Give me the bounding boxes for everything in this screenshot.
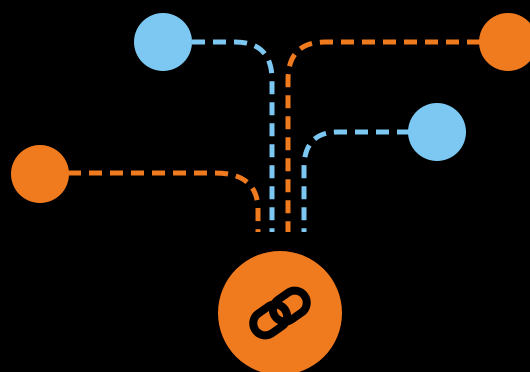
node-orange-left — [11, 145, 69, 203]
connector-blue-right — [301, 129, 410, 232]
connector-orange-left — [68, 170, 261, 232]
node-blue-right — [408, 103, 466, 161]
node-blue-top-left — [134, 13, 192, 71]
hub-node — [218, 251, 342, 372]
link-icon — [249, 286, 311, 340]
connector-blue-top-left — [192, 39, 275, 232]
node-orange-top-right — [479, 13, 530, 71]
connector-orange-top-right — [285, 39, 480, 232]
